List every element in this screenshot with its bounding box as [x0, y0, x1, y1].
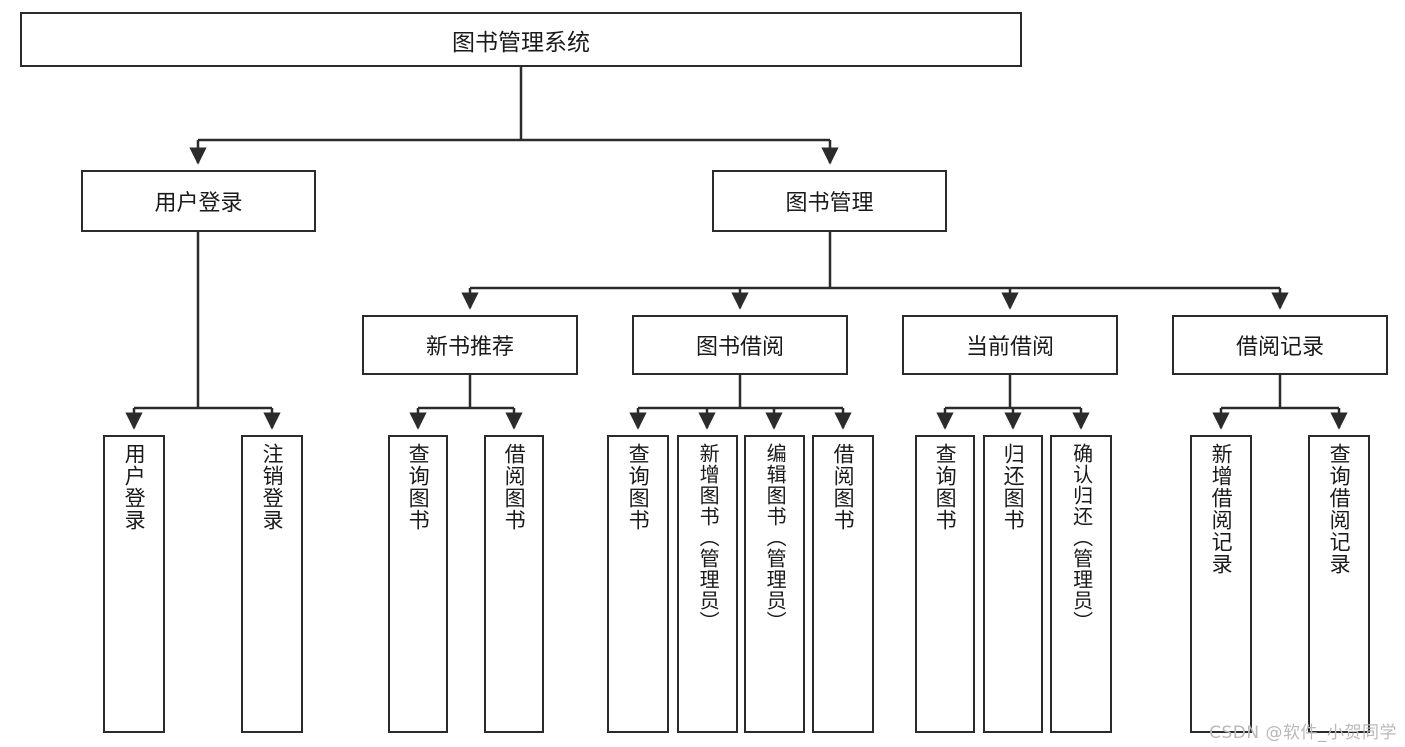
node-leaf-user-logout[interactable]: 注销登录 — [241, 435, 303, 733]
node-label: 用户登录 — [154, 191, 243, 216]
node-label: 借阅记录 — [1235, 335, 1324, 360]
node-subbranch-borrow-record[interactable]: 借阅记录 — [1172, 315, 1388, 375]
node-subbranch-new-book-recommend[interactable]: 新书推荐 — [362, 315, 578, 375]
node-leaf-add-borrow-record[interactable]: 新增借阅记录 — [1190, 435, 1252, 733]
node-leaf-query-book-recommend[interactable]: 查询图书 — [388, 435, 448, 733]
node-leaf-borrow-book[interactable]: 借阅图书 — [812, 435, 874, 733]
node-label: 编辑图书（管理员） — [763, 443, 788, 632]
node-label: 新增借阅记录 — [1209, 443, 1234, 575]
node-label: 查询借阅记录 — [1327, 443, 1352, 575]
node-leaf-query-borrow-record[interactable]: 查询借阅记录 — [1308, 435, 1370, 733]
node-label: 新书推荐 — [425, 335, 514, 360]
node-label: 归还图书 — [1001, 443, 1026, 531]
node-label: 注销登录 — [260, 443, 285, 531]
node-label: 查询图书 — [626, 443, 651, 531]
node-subbranch-book-borrow[interactable]: 图书借阅 — [632, 315, 848, 375]
node-label: 确认归还（管理员） — [1069, 443, 1094, 632]
node-label: 图书借阅 — [695, 335, 784, 360]
node-leaf-query-book-current[interactable]: 查询图书 — [915, 435, 975, 733]
node-label: 用户登录 — [122, 443, 147, 531]
node-branch-book-management[interactable]: 图书管理 — [712, 170, 947, 232]
node-branch-user-login[interactable]: 用户登录 — [81, 170, 316, 232]
node-label: 查询图书 — [406, 443, 431, 531]
node-label: 图书管理 — [785, 191, 874, 216]
node-leaf-query-book-borrow[interactable]: 查询图书 — [607, 435, 669, 733]
node-label: 当前借阅 — [965, 335, 1054, 360]
node-label: 查询图书 — [933, 443, 958, 531]
node-leaf-return-book[interactable]: 归还图书 — [983, 435, 1043, 733]
node-label: 新增图书（管理员） — [696, 443, 721, 632]
node-subbranch-current-borrow[interactable]: 当前借阅 — [902, 315, 1118, 375]
node-label: 图书管理系统 — [452, 29, 590, 56]
node-leaf-confirm-return-admin[interactable]: 确认归还（管理员） — [1050, 435, 1112, 733]
node-leaf-user-login[interactable]: 用户登录 — [103, 435, 165, 733]
node-label: 借阅图书 — [502, 443, 527, 531]
watermark-text: CSDN @软件_小贺同学 — [1209, 723, 1397, 743]
node-label: 借阅图书 — [831, 443, 856, 531]
node-leaf-add-book-admin[interactable]: 新增图书（管理员） — [677, 435, 738, 733]
node-leaf-edit-book-admin[interactable]: 编辑图书（管理员） — [744, 435, 805, 733]
node-leaf-borrow-book-recommend[interactable]: 借阅图书 — [484, 435, 544, 733]
node-root[interactable]: 图书管理系统 — [20, 12, 1022, 67]
